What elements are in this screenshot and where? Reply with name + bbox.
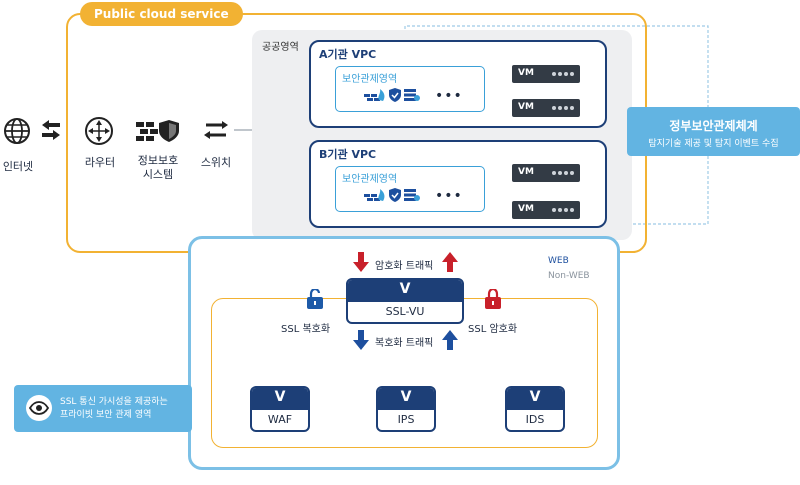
- vm-label: VM: [518, 102, 534, 112]
- bidirectional-arrow-icon: [42, 120, 60, 140]
- red-up-arrow-icon: [442, 252, 458, 272]
- private-zone-info: SSL 통신 가시성을 제공하는 프라이빗 보안 관제 영역: [14, 385, 192, 432]
- firewall-icon: [364, 89, 385, 101]
- eye-icon: [28, 401, 50, 415]
- legend-non-web: Non-WEB: [548, 271, 590, 281]
- ssl-vu-header: [348, 280, 462, 302]
- shield-icon: [389, 188, 401, 202]
- info-text: SSL 통신 가시성을 제공하는 프라이빗 보안 관제 영역: [60, 396, 168, 422]
- switch-label: 스위치: [200, 156, 232, 169]
- vpc-a-vm-1: VM: [512, 65, 580, 83]
- decrypted-traffic-label: 복호화 트래픽: [375, 338, 434, 349]
- encrypted-traffic-label: 암호화 트래픽: [375, 261, 434, 272]
- device-logo: V: [274, 389, 286, 405]
- blue-down-arrow-icon: [353, 330, 369, 350]
- info-line-2: 프라이빗 보안 관제 영역: [60, 410, 152, 420]
- router-label: 라우터: [84, 156, 116, 169]
- internet-label: 인터넷: [2, 160, 34, 173]
- vm-status-dots: [552, 208, 574, 212]
- red-down-arrow-icon: [353, 252, 369, 272]
- vpc-a-security-zone-label: 보안관제영역: [342, 74, 398, 85]
- device-header: [252, 388, 308, 410]
- gov-security-system: 정부보안관제체계 탐지기술 제공 및 탐지 이벤트 수집: [627, 107, 800, 156]
- gov-subtitle: 탐지기술 제공 및 탐지 이벤트 수집: [648, 139, 779, 149]
- waf-device: V WAF: [250, 386, 310, 432]
- vm-status-dots: [552, 72, 574, 76]
- ssl-vu-name: SSL-VU: [385, 305, 425, 318]
- server-icon: [404, 189, 420, 201]
- server-icon: [404, 89, 420, 101]
- ssl-vu-logo: V: [399, 281, 411, 297]
- ids-device: V IDS: [505, 386, 565, 432]
- shield-icon: [389, 88, 401, 102]
- vpc-a: A기관 VPC 보안관제영역 ••• VM VM: [309, 40, 607, 128]
- unlock-icon: [307, 289, 323, 309]
- vpc-a-title: A기관 VPC: [319, 48, 377, 61]
- ssl-decrypt-label: SSL 복호화: [281, 324, 331, 335]
- legend-web: WEB: [548, 256, 569, 266]
- vm-label: VM: [518, 68, 534, 78]
- device-header: [378, 388, 434, 410]
- vm-status-dots: [552, 106, 574, 110]
- ssl-vu-device: V SSL-VU: [346, 278, 464, 324]
- lock-icon: [485, 289, 501, 309]
- vpc-b-title: B기관 VPC: [319, 148, 377, 161]
- vpc-b-vm-1: VM: [512, 164, 580, 182]
- vm-label: VM: [518, 167, 534, 177]
- security-icons: [364, 188, 420, 202]
- vpc-a-more: •••: [435, 88, 463, 104]
- switch-icon: [204, 121, 228, 139]
- vpc-b-security-zone-label: 보안관제영역: [342, 174, 398, 185]
- vpc-b-security-zone: 보안관제영역: [335, 166, 485, 212]
- public-zone-label: 공공영역: [262, 42, 299, 53]
- device-name: IPS: [397, 413, 415, 426]
- ips-device: V IPS: [376, 386, 436, 432]
- vpc-b-vm-2: VM: [512, 201, 580, 219]
- public-cloud-label: Public cloud service: [80, 2, 243, 26]
- router-icon: [85, 117, 113, 145]
- ssl-encrypt-label: SSL 암호화: [468, 324, 518, 335]
- gov-title: 정부보안관제체계: [669, 119, 758, 133]
- firewall-shield-icon: [136, 120, 179, 142]
- security-system-label-2: 시스템: [142, 168, 174, 181]
- device-name: IDS: [525, 413, 545, 426]
- device-logo: V: [400, 389, 412, 405]
- eye-badge: [26, 395, 52, 421]
- info-line-1: SSL 통신 가시성을 제공하는: [60, 397, 168, 407]
- device-logo: V: [529, 389, 541, 405]
- device-header: [507, 388, 563, 410]
- vpc-b: B기관 VPC 보안관제영역 ••• VM VM: [309, 140, 607, 228]
- firewall-icon: [364, 189, 385, 201]
- device-name: WAF: [267, 413, 293, 426]
- blue-up-arrow-icon: [442, 330, 458, 350]
- security-icons: [364, 88, 420, 102]
- vm-status-dots: [552, 171, 574, 175]
- security-system-label-1: 정보보호: [137, 154, 179, 167]
- vpc-a-security-zone: 보안관제영역: [335, 66, 485, 112]
- vpc-a-vm-2: VM: [512, 99, 580, 117]
- vm-label: VM: [518, 204, 534, 214]
- globe-icon: [4, 118, 30, 144]
- vpc-b-more: •••: [435, 188, 463, 204]
